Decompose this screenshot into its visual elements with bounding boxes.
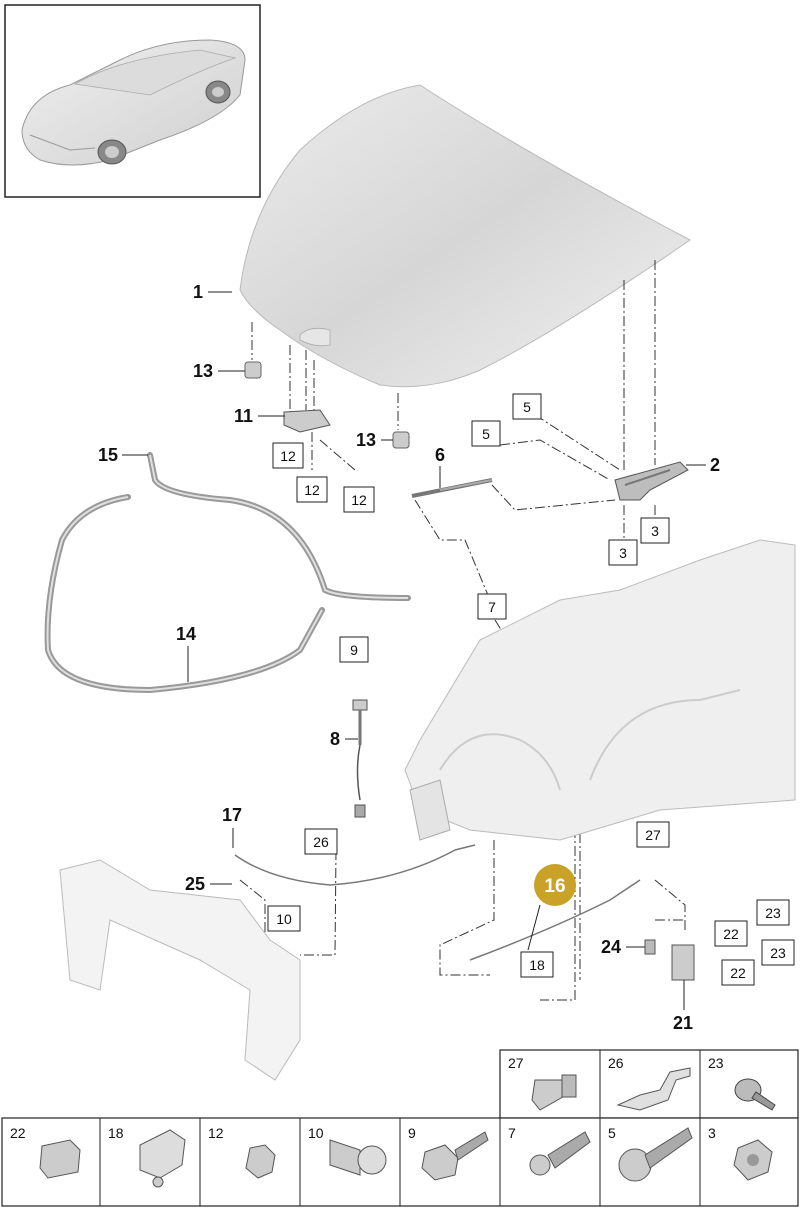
boxed-callouts: 3 3 5 5 7 9 10 12 12 12 18 22 22 23 23 2… — [267, 393, 795, 986]
hood-latch — [644, 939, 695, 981]
svg-text:22: 22 — [10, 1125, 26, 1141]
svg-text:3: 3 — [708, 1125, 716, 1141]
callout-8: 8 — [330, 729, 340, 749]
callout-15: 15 — [98, 445, 118, 465]
legend-cell-10: 10 — [308, 1125, 387, 1176]
svg-text:3: 3 — [651, 523, 659, 539]
svg-text:26: 26 — [608, 1055, 624, 1071]
svg-text:23: 23 — [770, 945, 786, 961]
svg-text:7: 7 — [508, 1125, 516, 1141]
svg-text:18: 18 — [529, 957, 545, 973]
legend-cell-12: 12 — [208, 1125, 276, 1179]
hood-strut — [411, 478, 493, 498]
callout-17: 17 — [222, 805, 242, 825]
legend-cell-22: 22 — [10, 1125, 81, 1179]
svg-text:27: 27 — [645, 827, 661, 843]
svg-text:22: 22 — [730, 965, 746, 981]
box-9: 9 — [339, 636, 369, 663]
box-27: 27 — [636, 821, 670, 848]
callout-24: 24 — [601, 937, 621, 957]
callout-13-b: 13 — [356, 430, 376, 450]
box-22-b: 22 — [721, 959, 755, 986]
release-sensor — [352, 699, 368, 818]
box-23-b: 23 — [761, 939, 795, 966]
vehicle-thumbnail — [4, 4, 261, 198]
box-10: 10 — [267, 905, 301, 932]
legend-cell-9: 9 — [408, 1125, 489, 1181]
box-18: 18 — [520, 951, 554, 978]
box-3-b: 3 — [640, 517, 670, 544]
box-7: 7 — [477, 593, 507, 620]
svg-text:12: 12 — [208, 1125, 224, 1141]
box-26: 26 — [304, 828, 338, 855]
box-22-a: 22 — [714, 920, 748, 947]
callout-21: 21 — [673, 1013, 693, 1033]
svg-text:26: 26 — [313, 834, 329, 850]
hardware-legend-row-1: 27 26 23 — [499, 1049, 799, 1119]
svg-text:12: 12 — [280, 448, 296, 464]
hardware-legend-row-2: 22 18 12 10 9 7 5 — [1, 1117, 799, 1207]
legend-cell-26: 26 — [608, 1055, 691, 1111]
svg-text:10: 10 — [308, 1125, 324, 1141]
svg-text:5: 5 — [523, 399, 531, 415]
release-cables — [234, 844, 641, 961]
svg-text:9: 9 — [408, 1125, 416, 1141]
box-5-b: 5 — [471, 420, 501, 447]
box-3-a: 3 — [608, 539, 638, 566]
callout-14: 14 — [176, 624, 196, 644]
bold-callouts: 1 2 6 8 11 13 13 14 15 17 21 24 25 — [98, 282, 720, 1033]
svg-text:12: 12 — [351, 492, 367, 508]
legend-cell-5: 5 — [608, 1125, 693, 1182]
box-5-a: 5 — [512, 393, 542, 420]
svg-text:18: 18 — [108, 1125, 124, 1141]
callout-13-a: 13 — [193, 361, 213, 381]
svg-text:12: 12 — [304, 482, 320, 498]
callout-1: 1 — [193, 282, 203, 302]
svg-text:7: 7 — [488, 599, 496, 615]
callout-25: 25 — [185, 874, 205, 894]
callout-16-highlight[interactable]: 16 — [527, 864, 576, 951]
svg-text:5: 5 — [608, 1125, 616, 1141]
box-12-a: 12 — [272, 442, 304, 469]
front-cross-member — [59, 859, 301, 1081]
svg-text:5: 5 — [482, 426, 490, 442]
hood-panel — [239, 84, 691, 388]
svg-text:3: 3 — [619, 545, 627, 561]
legend-cell-18: 18 — [108, 1125, 186, 1188]
callout-2: 2 — [710, 455, 720, 475]
svg-text:27: 27 — [508, 1055, 524, 1071]
callout-11: 11 — [234, 406, 253, 426]
svg-text:23: 23 — [708, 1055, 724, 1071]
svg-text:9: 9 — [350, 642, 358, 658]
box-23-a: 23 — [756, 899, 790, 926]
callout-16[interactable]: 16 — [544, 876, 565, 897]
hood-hinge — [614, 461, 689, 501]
box-12-c: 12 — [343, 486, 375, 513]
legend-cell-23: 23 — [708, 1055, 776, 1111]
svg-text:22: 22 — [723, 926, 739, 942]
svg-text:10: 10 — [276, 911, 292, 927]
legend-cell-27: 27 — [508, 1055, 577, 1111]
box-12-b: 12 — [296, 476, 328, 503]
latch-bracket — [283, 409, 331, 433]
legend-cell-7: 7 — [508, 1125, 591, 1176]
callout-6: 6 — [435, 445, 445, 465]
svg-text:23: 23 — [765, 905, 781, 921]
vehicle-body-section — [404, 539, 796, 841]
legend-cell-3: 3 — [708, 1125, 773, 1181]
highlight-circle[interactable] — [534, 864, 576, 906]
